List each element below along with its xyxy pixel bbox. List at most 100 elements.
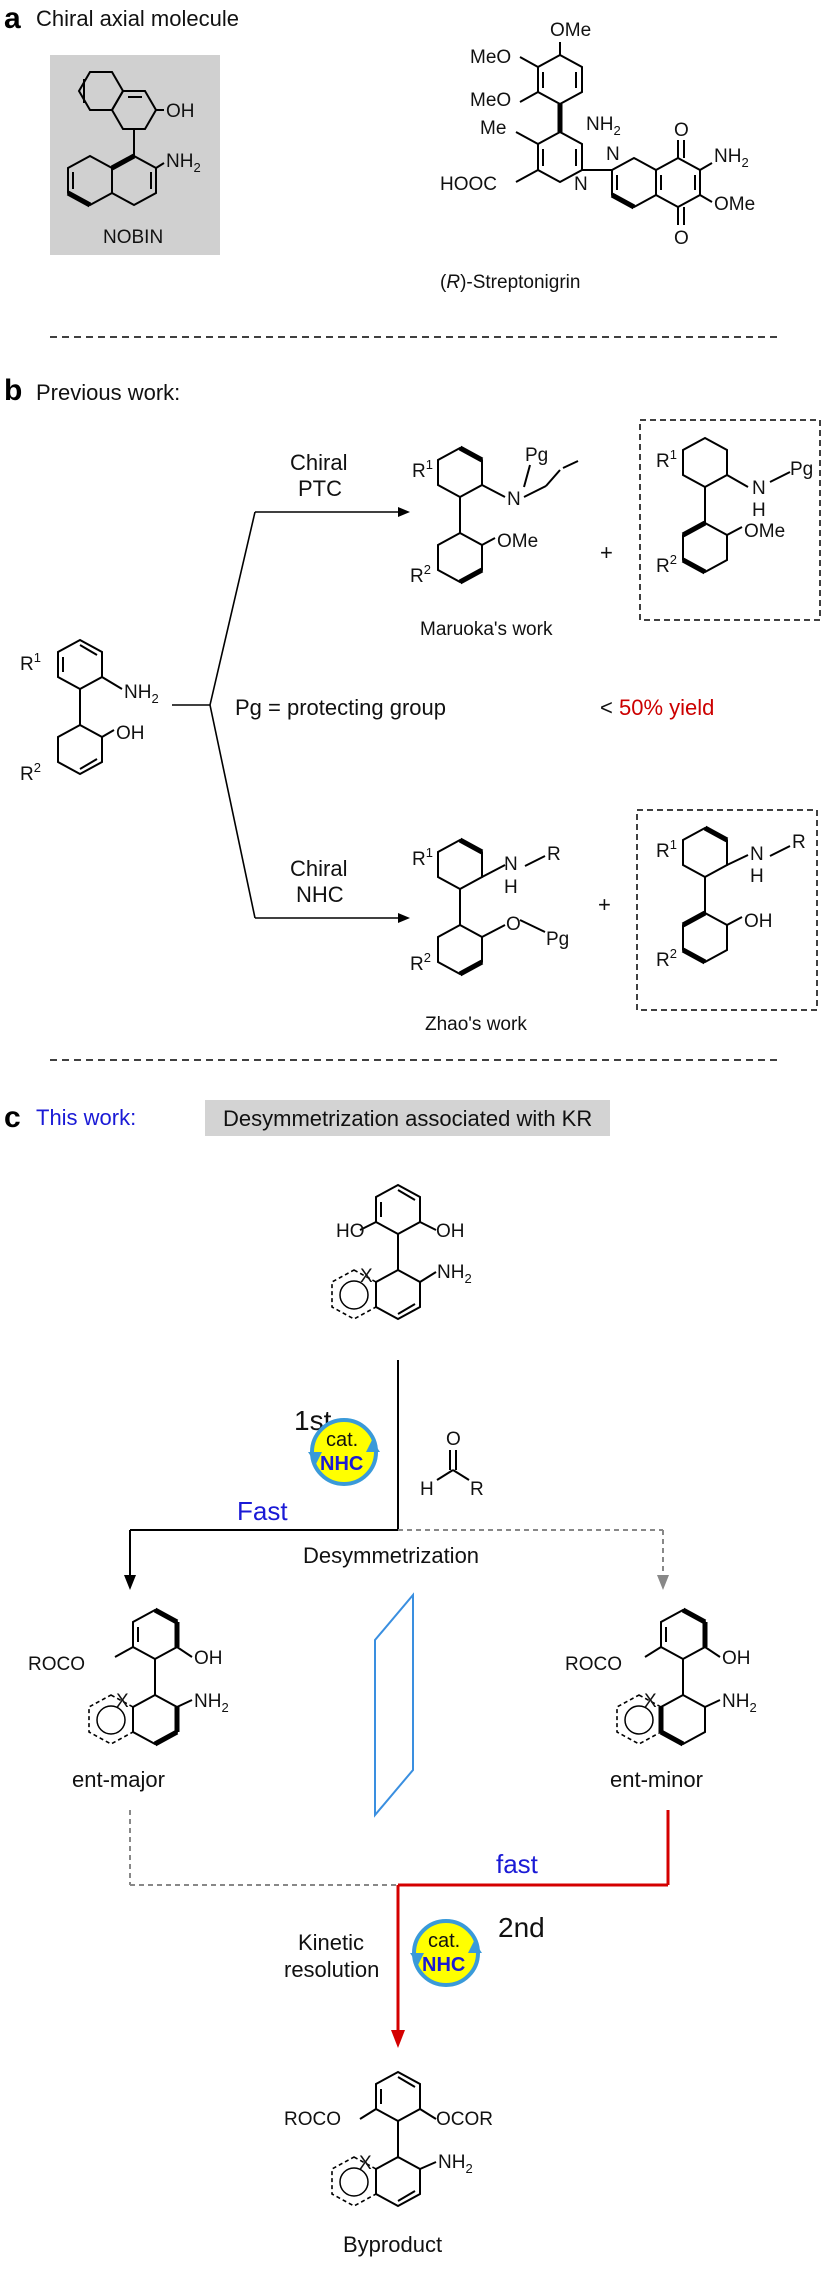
major-x: X bbox=[116, 1691, 129, 1712]
maruoka-bp-ome: OMe bbox=[744, 521, 785, 542]
second-step-label: 2nd bbox=[498, 1912, 545, 1943]
fast-major-label: Fast bbox=[237, 1496, 288, 1526]
panel-c-title: This work: bbox=[36, 1105, 136, 1130]
ent-minor-structure: ROCO OH X NH2 ent-minor bbox=[565, 1607, 757, 1792]
banner-text: Desymmetrization associated with KR bbox=[223, 1106, 592, 1131]
streptonigrin-o-bottom: O bbox=[674, 228, 689, 249]
streptonigrin-meo-upper: MeO bbox=[470, 47, 511, 68]
maruoka-caption: Maruoka's work bbox=[420, 619, 553, 640]
major-nh2: NH2 bbox=[194, 1691, 229, 1715]
reagent-bottom-line2: NHC bbox=[296, 882, 344, 907]
bp-ocor: OCOR bbox=[436, 2109, 493, 2130]
zhao-caption: Zhao's work bbox=[425, 1014, 527, 1035]
cat2-line2: NHC bbox=[422, 1954, 465, 1976]
sm-ho: HO bbox=[336, 1221, 365, 1242]
zhao-pg: Pg bbox=[546, 929, 569, 950]
desym-major-arrowhead bbox=[124, 1575, 136, 1590]
start-oh-label: OH bbox=[116, 723, 145, 744]
zhao-dashed-box bbox=[636, 809, 818, 1011]
cat1-line1: cat. bbox=[326, 1429, 358, 1451]
zhao-bp-h: H bbox=[750, 866, 764, 887]
streptonigrin-caption: (R)-Streptonigrin bbox=[440, 272, 580, 293]
aldehyde-o: O bbox=[446, 1429, 461, 1450]
catalyst-nhc-second: cat. NHC bbox=[410, 1919, 482, 1987]
nobin-caption: NOBIN bbox=[103, 227, 163, 248]
sm-x: X bbox=[360, 1266, 373, 1287]
kinetic-line2: resolution bbox=[284, 1957, 379, 1982]
panel-b-title: Previous work: bbox=[36, 380, 180, 405]
minor-x: X bbox=[644, 1691, 657, 1712]
zhao-bp-oh: OH bbox=[744, 911, 773, 932]
kr-arrowhead bbox=[391, 2030, 405, 2048]
zhao-r1: R1 bbox=[412, 845, 433, 870]
panel-a: a Chiral axial molecule OH NH2 NOBIN bbox=[4, 2, 755, 293]
reagent-bottom-line1: Chiral bbox=[290, 856, 347, 881]
maruoka-pg: Pg bbox=[525, 445, 548, 466]
streptonigrin-n2-label: N bbox=[606, 144, 620, 165]
bp-roco: ROCO bbox=[284, 2109, 341, 2130]
start-nh2-label: NH2 bbox=[124, 682, 159, 706]
byproduct-structure: ROCO OCOR X NH2 Byproduct bbox=[284, 2070, 493, 2257]
streptonigrin-nh2-label: NH2 bbox=[586, 114, 621, 138]
fast-minor-label: fast bbox=[496, 1849, 539, 1879]
pg-definition: Pg = protecting group bbox=[235, 695, 446, 720]
zhao-o: O bbox=[506, 914, 521, 935]
streptonigrin-n1-label: N bbox=[574, 174, 588, 195]
zhao-bp-r2: R2 bbox=[656, 946, 677, 971]
maruoka-r2: R2 bbox=[410, 562, 431, 587]
maruoka-r1: R1 bbox=[412, 457, 433, 482]
aldehyde-r: R bbox=[470, 1479, 484, 1500]
maruoka-byproduct-structure: R1 N H Pg OMe R2 bbox=[639, 419, 821, 621]
start-r2-label: R2 bbox=[20, 760, 41, 785]
maruoka-bp-h: H bbox=[752, 500, 766, 521]
byproduct-caption: Byproduct bbox=[343, 2232, 442, 2257]
branch-arrows bbox=[172, 511, 400, 919]
arrow-head-bottom bbox=[398, 913, 410, 923]
streptonigrin-meo-lower: MeO bbox=[470, 90, 511, 111]
streptonigrin-hooc-label: HOOC bbox=[440, 174, 497, 195]
ent-major-caption: ent-major bbox=[72, 1767, 165, 1792]
zhao-product-structure: R1 N H R O Pg R2 Zhao's work bbox=[410, 837, 569, 1035]
panel-b: b Previous work: R1 NH2 OH R2 bbox=[4, 374, 821, 1035]
ent-major-structure: ROCO OH X NH2 ent-major bbox=[28, 1607, 229, 1792]
zhao-bp-r: R bbox=[792, 832, 806, 853]
maruoka-dashed-box bbox=[639, 419, 821, 621]
streptonigrin-o-top: O bbox=[674, 120, 689, 141]
panel-a-letter: a bbox=[4, 2, 21, 35]
desym-minor-arrowhead bbox=[657, 1575, 669, 1590]
kinetic-line1: Kinetic bbox=[298, 1930, 364, 1955]
major-oh: OH bbox=[194, 1648, 223, 1669]
reagent-top-line1: Chiral bbox=[290, 450, 347, 475]
zhao-h: H bbox=[504, 877, 518, 898]
cat2-line1: cat. bbox=[428, 1930, 460, 1952]
zhao-byproduct-structure: R1 N H R OH R2 bbox=[636, 809, 818, 1011]
banner-box bbox=[205, 1100, 610, 1136]
panel-c: c This work: Desymmetrization associated… bbox=[4, 1100, 757, 2257]
plus-top: + bbox=[600, 540, 613, 565]
catalyst-nhc-first: cat. NHC bbox=[308, 1418, 380, 1486]
panel-b-letter: b bbox=[4, 374, 22, 407]
maruoka-bp-n: N bbox=[752, 478, 766, 499]
mirror-plane bbox=[374, 1592, 414, 1818]
maruoka-product-structure: R1 Pg N OMe R2 Maruoka's work bbox=[410, 445, 579, 640]
streptonigrin-ome-top: OMe bbox=[550, 20, 591, 41]
maruoka-bp-r1: R1 bbox=[656, 447, 677, 472]
major-roco: ROCO bbox=[28, 1654, 85, 1675]
streptonigrin-nh2-right: NH2 bbox=[714, 146, 749, 170]
zhao-bp-r1: R1 bbox=[656, 837, 677, 862]
zhao-r2: R2 bbox=[410, 950, 431, 975]
zhao-n: N bbox=[504, 854, 518, 875]
desymmetrization-label: Desymmetrization bbox=[303, 1543, 479, 1568]
minor-nh2: NH2 bbox=[722, 1691, 757, 1715]
bp-x: X bbox=[359, 2153, 372, 2174]
streptonigrin-ome-right: OMe bbox=[714, 194, 755, 215]
aldehyde-h: H bbox=[420, 1479, 434, 1500]
bp-nh2: NH2 bbox=[438, 2152, 473, 2176]
panel-c-letter: c bbox=[4, 1101, 21, 1134]
arrow-head-top bbox=[398, 507, 410, 517]
maruoka-bp-r2: R2 bbox=[656, 552, 677, 577]
minor-roco: ROCO bbox=[565, 1654, 622, 1675]
nobin-nh2-label: NH2 bbox=[166, 151, 201, 175]
